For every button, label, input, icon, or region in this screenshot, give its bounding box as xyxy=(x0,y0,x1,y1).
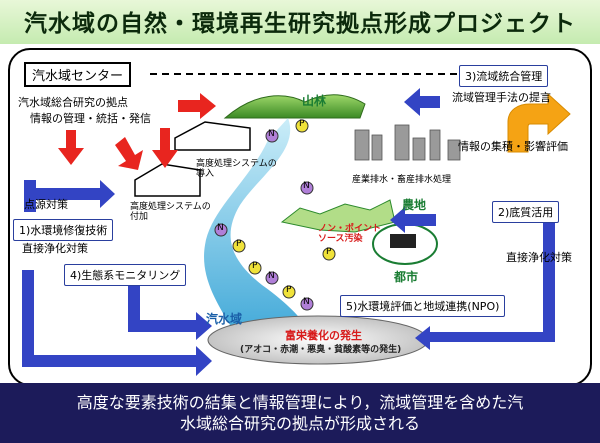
facility-icons xyxy=(134,121,251,197)
river-shape xyxy=(204,118,305,325)
label-city: 都市 xyxy=(394,270,419,284)
orange-arrow xyxy=(507,92,571,153)
center-role-1: 汽水域総合研究の拠点 xyxy=(18,96,128,109)
label-basin-proposal: 流域管理手法の提言 xyxy=(452,91,551,104)
mountain-shape xyxy=(223,94,366,119)
box-water-restoration: 1)水環境修復技術 xyxy=(13,219,114,241)
label-eutrophication-detail: (アオコ・赤潮・悪臭・貧酸素等の発生) xyxy=(240,345,402,355)
river-inner xyxy=(250,119,304,282)
footer-text: 高度な要素技術の結集と情報管理により，流域管理を含めた汽 水域総合研究の拠点が形… xyxy=(0,392,600,434)
label-farmland: 農地 xyxy=(402,198,427,212)
marker-p-4: P xyxy=(282,284,296,303)
title-bar xyxy=(0,0,600,44)
footer-bar xyxy=(0,383,600,443)
center-box: 汽水域センター xyxy=(24,62,132,87)
farmland-grass xyxy=(280,199,396,233)
label-eutrophication: 富栄養化の発生 xyxy=(285,329,362,342)
marker-p-3: P xyxy=(248,260,262,279)
footer-line-2: 水域総合研究の拠点が形成される xyxy=(179,414,420,433)
label-advanced-treatment-2: 高度処理システムの付加 xyxy=(130,202,211,222)
marker-n-3: N xyxy=(214,222,228,241)
label-advanced-treatment-1: 高度処理システムの導入 xyxy=(196,159,277,179)
center-role-2: 情報の管理・統括・発信 xyxy=(30,112,151,125)
marker-p-2: P xyxy=(232,238,246,257)
box-basin-management: 3)流域統合管理 xyxy=(459,65,549,87)
label-point-source: 点源対策 xyxy=(24,198,68,211)
label-non-point-source: ノン・ポイント ソース汚染 xyxy=(318,224,382,244)
label-mountain: 山林 xyxy=(302,94,327,108)
marker-n-1: N xyxy=(265,128,279,147)
page-title: 汽水域の自然・環境再生研究拠点形成プロジェクト xyxy=(24,11,576,37)
footer-line-1: 高度な要素技術の結集と情報管理により，流域管理を含めた汽 xyxy=(76,393,524,412)
marker-n-5: N xyxy=(300,296,314,315)
label-info-collection: 情報の集積・影響評価 xyxy=(458,140,568,153)
red-arrows xyxy=(58,93,216,170)
label-industrial-wastewater: 産業排水・畜産排水処理 xyxy=(352,175,452,185)
city-building xyxy=(390,234,416,248)
box-ecosystem-monitoring: 4)生態系モニタリング xyxy=(64,264,187,286)
box-evaluation-npo: 5)水環境評価と地域連携(NPO) xyxy=(340,295,506,317)
label-direct-purification-right: 直接浄化対策 xyxy=(506,251,572,264)
factory-icons xyxy=(354,124,461,161)
marker-n-4: N xyxy=(265,270,279,289)
label-direct-purification-left: 直接浄化対策 xyxy=(22,242,88,255)
label-brackish: 汽水域 xyxy=(206,312,243,326)
marker-p-1: P xyxy=(295,118,309,137)
marker-p-5: P xyxy=(322,246,336,265)
marker-n-2: N xyxy=(300,180,314,199)
box-sediment-use: 2)底質活用 xyxy=(492,201,560,223)
blue-arrows xyxy=(22,88,555,376)
